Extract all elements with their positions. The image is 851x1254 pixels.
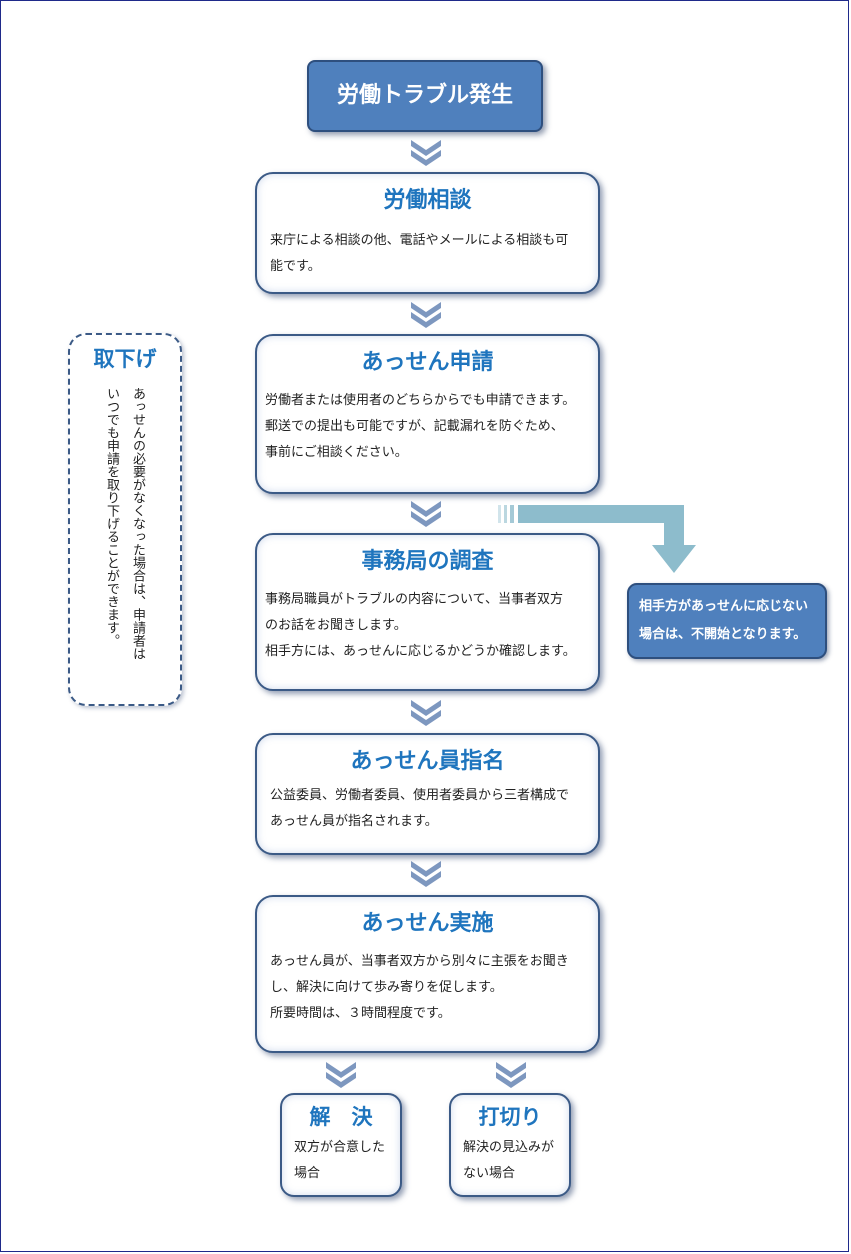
chevron-down-icon	[496, 1062, 526, 1088]
step-mediation-application: あっせん申請 労働者または使用者のどちらからでも申請できます。 郵送での提出も可…	[255, 334, 600, 494]
outcome-text-line: 解決の見込みが	[463, 1140, 555, 1155]
step-mediator-appointment: あっせん員指名 公益委員、労働者委員、使用者委員から三者構成で あっせん員が指名…	[255, 733, 600, 855]
outcome-text-line: 双方が合意した	[294, 1140, 386, 1155]
chevron-down-icon	[411, 700, 441, 726]
branch-arrow	[498, 505, 696, 573]
chevron-down-icon	[411, 861, 441, 887]
step-text-line: し、解決に向けて歩み寄りを促します。	[270, 980, 503, 995]
withdrawal-text: あっせんの必要がなくなった場合は、申請者は いつでも申請を取り下げることができま…	[98, 387, 150, 687]
outcome-text-line: ない場合	[463, 1166, 516, 1181]
note-text-line: 相手方があっせんに応じない	[639, 599, 809, 614]
step-text-line: 来庁による相談の他、電話やメールによる相談も可	[270, 233, 569, 248]
chevron-down-icon	[411, 302, 441, 328]
step-title: あっせん申請	[361, 350, 494, 375]
trouble-occurrence-header: 労働トラブル発生	[307, 60, 543, 132]
non-commencement-note: 相手方があっせんに応じない 場合は、不開始となります。	[627, 583, 827, 659]
chevron-down-icon	[326, 1062, 356, 1088]
step-text-line: 公益委員、労働者委員、使用者委員から三者構成で	[270, 788, 570, 803]
outcome-terminated: 打切り 解決の見込みが ない場合	[449, 1093, 571, 1197]
step-text-line: 事前にご相談ください。	[265, 445, 408, 460]
step-text-line: 労働者または使用者のどちらからでも申請できます。	[265, 393, 576, 408]
step-title: あっせん員指名	[350, 749, 505, 774]
step-title: 事務局の調査	[361, 549, 494, 574]
step-labor-consultation: 労働相談 来庁による相談の他、電話やメールによる相談も可 能です。	[255, 172, 600, 294]
step-text-line: 所要時間は、３時間程度です。	[270, 1006, 451, 1021]
step-title: 労働相談	[383, 188, 472, 213]
step-text-line: あっせん員が指名されます。	[270, 814, 438, 829]
withdrawal-box: 取下げ あっせんの必要がなくなった場合は、申請者は いつでも申請を取り下げること…	[68, 333, 182, 706]
outcome-title: 打切り	[478, 1105, 542, 1129]
withdrawal-text-line: あっせんの必要がなくなった場合は、申請者は	[130, 387, 145, 660]
outcome-title: 解 決	[309, 1105, 373, 1129]
step-title: あっせん実施	[361, 911, 494, 936]
step-text-line: 事務局職員がトラブルの内容について、当事者双方	[265, 592, 563, 607]
step-text-line: 郵送での提出も可能ですが、記載漏れを防ぐため、	[265, 419, 564, 434]
chevron-down-icon	[411, 501, 441, 527]
step-office-investigation: 事務局の調査 事務局職員がトラブルの内容について、当事者双方 のお話をお聞きしま…	[255, 533, 600, 691]
step-text-line: 能です。	[270, 259, 321, 274]
outcome-resolved: 解 決 双方が合意した 場合	[280, 1093, 402, 1197]
step-text-line: あっせん員が、当事者双方から別々に主張をお聞き	[270, 954, 569, 969]
step-text-line: 相手方には、あっせんに応じるかどうか確認します。	[265, 644, 576, 659]
step-mediation-execution: あっせん実施 あっせん員が、当事者双方から別々に主張をお聞き し、解決に向けて歩…	[255, 895, 600, 1053]
outcome-text-line: 場合	[294, 1166, 321, 1181]
chevron-down-icon	[411, 140, 441, 166]
withdrawal-text-line: いつでも申請を取り下げることができます。	[104, 387, 119, 647]
note-text-line: 場合は、不開始となります。	[639, 627, 807, 642]
step-text-line: のお話をお聞きします。	[265, 618, 407, 633]
withdrawal-title: 取下げ	[93, 347, 157, 371]
